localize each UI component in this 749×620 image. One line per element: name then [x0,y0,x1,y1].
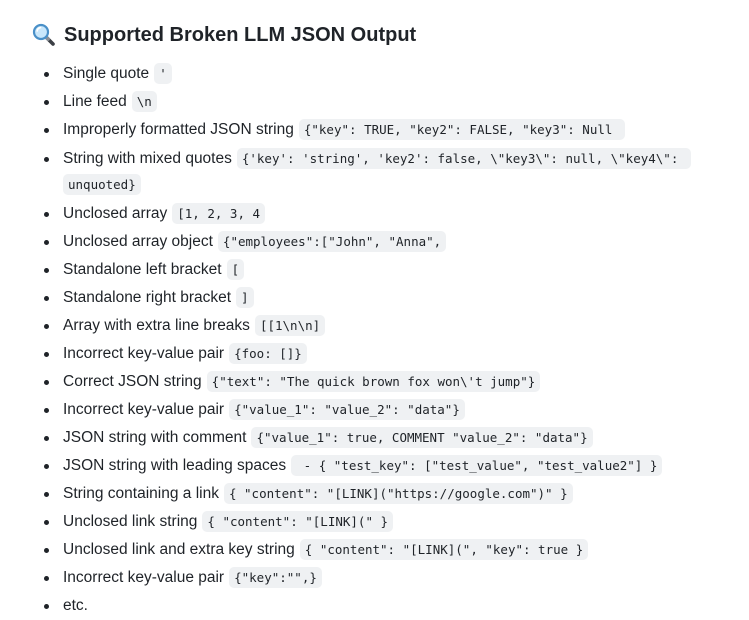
item-code: {"value_1": true, COMMENT "value_2": "da… [251,427,593,448]
item-label: Array with extra line breaks [63,317,250,334]
item-label: JSON string with comment [63,429,247,446]
item-code: {"text": "The quick brown fox won\'t jum… [206,371,541,392]
item-code: {"key": TRUE, "key2": FALSE, "key3": Nul… [298,119,625,140]
item-label: String with mixed quotes [63,150,232,167]
item-label: Line feed [63,93,127,110]
item-label: String containing a link [63,485,219,502]
item-code: { "content": "[LINK](", "key": true } [299,539,589,560]
item-code: \n [131,91,157,112]
item-label: Single quote [63,65,150,82]
item-label: Unclosed link and extra key string [63,541,295,558]
list-item: Standalone left bracket[ [32,256,729,284]
item-code: {foo: []} [229,343,307,364]
list-item: String with mixed quotes{'key': 'string'… [32,144,729,200]
list-item: Improperly formatted JSON string{"key": … [32,116,729,144]
item-code: [[1\n\n] [254,315,326,336]
item-code: [ [226,259,245,280]
item-label: Standalone left bracket [63,261,222,278]
list-item: Array with extra line breaks[[1\n\n] [32,312,729,340]
list-item: Single quote' [32,60,729,88]
item-label: Improperly formatted JSON string [63,121,294,138]
list-item: Unclosed array[1, 2, 3, 4 [32,200,729,228]
list-item: Correct JSON string{"text": "The quick b… [32,368,729,396]
item-code: ] [236,287,254,308]
item-label: Incorrect key-value pair [63,345,225,362]
list-item: String containing a link{ "content": "[L… [32,480,729,508]
list-item: Line feed\n [32,88,729,116]
item-label: JSON string with leading spaces [63,457,287,474]
item-label: Incorrect key-value pair [63,569,225,586]
item-code: [1, 2, 3, 4 [172,203,266,224]
item-code: {"key":"",} [229,567,322,588]
section-heading: Supported Broken LLM JSON Output [32,20,729,50]
broken-json-list: Single quote' Line feed\n Improperly for… [32,60,729,620]
section-title: Supported Broken LLM JSON Output [64,23,417,46]
item-label: Incorrect key-value pair [63,401,225,418]
list-item: Unclosed link and extra key string{ "con… [32,536,729,564]
list-item: Standalone right bracket] [32,284,729,312]
list-item: etc. [32,592,729,620]
list-item: Incorrect key-value pair{"value_1": "val… [32,396,729,424]
item-code: { "content": "[LINK](" } [202,511,394,532]
item-label: etc. [63,597,88,614]
list-item: Incorrect key-value pair{foo: []} [32,340,729,368]
item-code: - { "test_key": ["test_value", "test_val… [291,455,663,476]
item-label: Unclosed array object [63,233,213,250]
item-label: Standalone right bracket [63,289,232,306]
item-code: {"employees":["John", "Anna", [217,231,447,252]
item-code: { "content": "[LINK]("https://google.com… [223,483,573,504]
list-item: Unclosed link string{ "content": "[LINK]… [32,508,729,536]
item-label: Unclosed array [63,205,168,222]
list-item: JSON string with comment{"value_1": true… [32,424,729,452]
item-code: {"value_1": "value_2": "data"} [229,399,465,420]
list-item: JSON string with leading spaces - { "tes… [32,452,729,480]
list-item: Incorrect key-value pair{"key":"",} [32,564,729,592]
magnifying-glass-icon [32,23,56,47]
item-code: ' [154,63,172,84]
list-item: Unclosed array object{"employees":["John… [32,228,729,256]
item-label: Correct JSON string [63,373,202,390]
item-label: Unclosed link string [63,513,198,530]
